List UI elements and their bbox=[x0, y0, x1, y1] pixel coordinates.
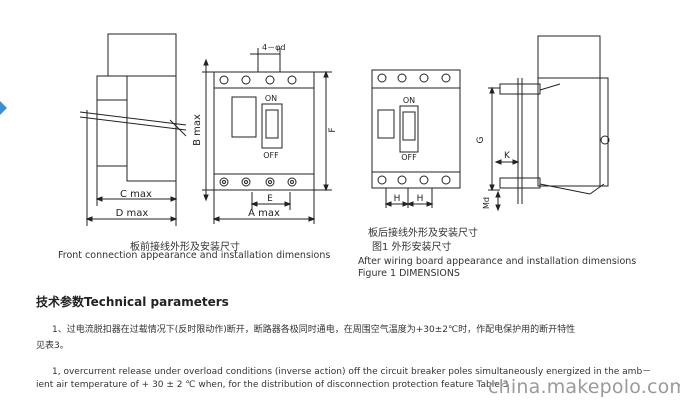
label-d-max: D max bbox=[116, 208, 149, 219]
label-h-2: H bbox=[417, 194, 424, 204]
label-f: F bbox=[328, 127, 338, 132]
label-off-front: OFF bbox=[263, 151, 279, 160]
caption-back-en: After wiring board appearance and instal… bbox=[358, 256, 637, 267]
dimension-drawing: C max D max B max A max 4－φd ON OFF E F … bbox=[79, 33, 610, 226]
watermark: china.makepolo.com bbox=[488, 376, 680, 398]
paragraph-cn-line2: 见表3。 bbox=[36, 341, 69, 351]
label-hole: 4－φd bbox=[262, 43, 285, 52]
label-k: K bbox=[504, 151, 511, 161]
label-g: G bbox=[476, 136, 486, 143]
label-h-1: H bbox=[394, 194, 401, 204]
label-b-max: B max bbox=[192, 114, 203, 146]
label-on-front: ON bbox=[265, 94, 277, 103]
label-e: E bbox=[267, 194, 273, 204]
caption-figure-en: Figure 1 DIMENSIONS bbox=[358, 268, 460, 279]
caption-front-en: Front connection appearance and installa… bbox=[58, 250, 331, 261]
back-view bbox=[371, 69, 461, 208]
caption-back-cn: 板后接线外形及安装尺寸 bbox=[368, 228, 478, 239]
label-md: Md bbox=[482, 197, 491, 209]
paragraph-cn-line1: 1、过电流脱扣器在过载情况下(反时限动作)断开，断路器各极同时通电，在周围空气温… bbox=[52, 325, 576, 335]
label-off-back: OFF bbox=[401, 153, 417, 162]
paragraph-en-line2: ient air temperature of + 30 ± 2 ℃ when,… bbox=[36, 380, 509, 390]
label-c-max: C max bbox=[120, 189, 152, 200]
side-marker-icon bbox=[0, 100, 7, 115]
side-view-right bbox=[488, 35, 610, 212]
caption-front-cn: 板前接线外形及安装尺寸 bbox=[130, 242, 240, 253]
label-a-max: A max bbox=[248, 208, 280, 219]
label-on-back: ON bbox=[403, 96, 415, 105]
section-title: 技术参数Technical parameters bbox=[36, 295, 229, 309]
front-view bbox=[202, 48, 332, 224]
caption-figure-cn: 图1 外形安装尺寸 bbox=[372, 242, 452, 253]
side-view-left bbox=[79, 33, 187, 226]
paragraph-en-line1: 1, overcurrent release under overload co… bbox=[52, 367, 652, 377]
